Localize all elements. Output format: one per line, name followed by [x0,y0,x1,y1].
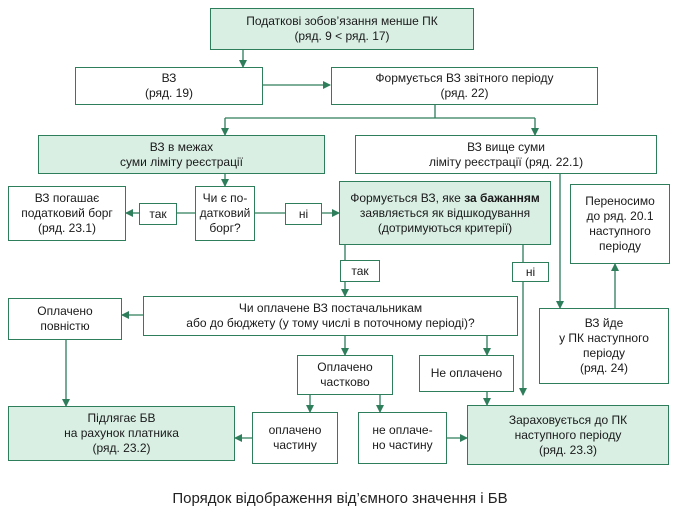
node-line: ліміту реєстрації (ряд. 22.1) [428,154,584,169]
node-line: (ряд. 24) [579,361,629,375]
label-yes-demand: так [340,260,380,282]
label-text: ні [525,264,536,279]
node-line: частково [320,375,370,389]
node-line: податковий борг [21,206,113,220]
label-text: так [149,206,167,221]
node-line: ВЗ в межах [149,139,214,154]
node-line: (ряд. 22) [440,86,489,100]
label-text: не оплаче- [372,423,433,437]
node-line: ВЗ йде [584,316,624,330]
node-line: заявляється як відшкодування [359,205,531,220]
node-line: ВЗ погашає [34,191,100,205]
paid-fully-box: Оплачено повністю [8,298,122,340]
is-paid-question: Чи оплачене ВЗ постачальникам або до бюд… [143,296,518,336]
node-line: Підлягає БВ [87,411,156,425]
node-line: у ПК наступного [559,331,649,345]
vz-goes-next-pk-box: ВЗ йде у ПК наступного періоду (ряд. 24) [539,308,669,384]
node-line: Не оплачено [430,366,503,380]
node-line: наступного [589,224,651,238]
node-text: Формується ВЗ, яке [350,190,465,205]
node-line: (ряд. 23.3) [538,442,598,457]
vz-on-demand-box: Формується ВЗ, яке за бажанням заявляєть… [339,181,551,245]
node-line: періоду [599,239,641,253]
node-line: Оплачено [37,304,93,318]
node-line: до ряд. 20.1 [586,209,654,223]
liabilities-less-than-pk-box: Податкові зобов’язання менше ПК (ряд. 9 … [210,8,474,50]
node-line: ВЗ [161,71,177,85]
node-line: борг? [209,221,241,235]
node-line: датковий [199,206,251,220]
figure-caption: Порядок відображення від’ємного значення… [172,490,508,507]
node-line: (ряд. 9 < ряд. 17) [294,29,390,43]
bold-text: за бажанням [464,190,540,205]
subject-to-bv-box: Підлягає БВ на рахунок платника (ряд. 23… [8,406,235,461]
node-line: (дотримуються критерії) [377,220,513,235]
label-yes-debt: так [139,203,177,225]
node-line: Податкові зобов’язання менше ПК [246,14,438,28]
is-tax-debt-question: Чи є по- датковий борг? [195,186,255,241]
vz-within-limit-box: ВЗ в межах суми ліміту реєстрації [38,135,325,174]
node-line: суми ліміту реєстрації [120,154,243,169]
not-paid-box: Не оплачено [419,355,514,392]
label-text: но частину [372,438,433,452]
node-line: Оплачено [317,360,373,374]
label-no-debt: ні [285,203,322,225]
node-line: на рахунок платника [64,426,179,440]
vz-repays-debt-box: ВЗ погашає податковий борг (ряд. 23.1) [8,186,126,241]
node-line: (ряд. 23.2) [92,441,151,455]
node-line: (ряд. 23.1) [37,221,97,235]
node-line: Формується ВЗ, яке за бажанням [350,191,540,206]
label-text: так [351,263,369,278]
vz-formed-period-box: Формується ВЗ звітного періоду (ряд. 22) [331,67,598,105]
label-text: частину [273,438,317,452]
node-line: Зараховується до ПК [508,412,628,427]
node-line: Формується ВЗ звітного періоду [375,71,554,85]
label-no-demand: ні [512,262,549,282]
node-line: або до бюджету (у тому числі в поточному… [186,316,475,330]
node-line: Чи є по- [202,191,248,205]
label-unpaid-part: не оплаче- но частину [358,412,447,464]
node-line: наступного періоду [514,427,622,442]
carry-to-next-period-box: Переносимо до ряд. 20.1 наступного періо… [570,184,670,264]
node-line: періоду [583,346,625,360]
label-paid-part: оплачено частину [252,412,338,464]
node-line: Чи оплачене ВЗ постачальникам [238,301,423,315]
node-line: ВЗ вище суми [467,139,545,154]
vz-above-limit-box: ВЗ вище суми ліміту реєстрації (ряд. 22.… [355,135,657,174]
node-line: Переносимо [585,194,655,208]
label-text: ні [298,206,309,221]
label-text: оплачено [268,423,322,437]
node-line: повністю [40,319,90,333]
counted-to-pk-box: Зараховується до ПК наступного періоду (… [467,405,669,465]
paid-partially-box: Оплачено частково [297,355,393,395]
node-line: (ряд. 19) [144,86,194,100]
vz-box: ВЗ (ряд. 19) [75,67,263,105]
